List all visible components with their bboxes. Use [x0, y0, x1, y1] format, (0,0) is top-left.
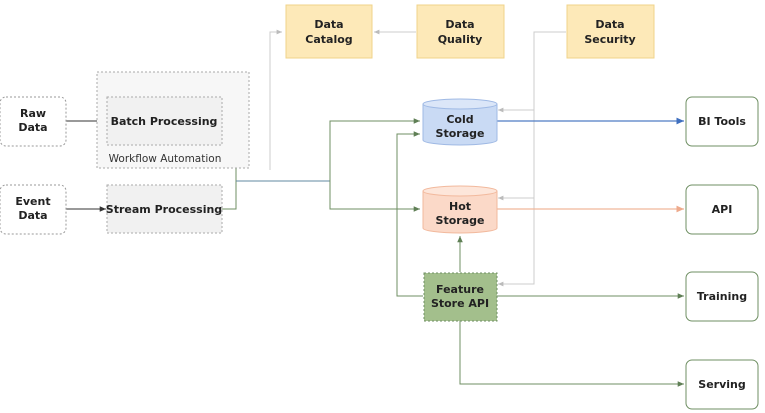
raw-data-label-2: Data [18, 121, 47, 134]
edge-batch-to-catalog [269, 29, 282, 170]
training-label: Training [697, 290, 747, 303]
edge-stream-to-trunk [222, 181, 237, 210]
edge-security-to-hot [498, 110, 535, 201]
batch-processing-label: Batch Processing [111, 115, 218, 128]
cold-storage-label-1: Cold [446, 113, 473, 126]
bi-tools-label: BI Tools [698, 115, 746, 128]
cold-storage-label-2: Storage [436, 127, 485, 140]
serving-label: Serving [698, 378, 745, 391]
edge-feature-to-cold [396, 131, 423, 297]
node-data-catalog[interactable]: Data Catalog [285, 4, 373, 59]
data-security-label-2: Security [584, 33, 635, 46]
stream-processing-label: Stream Processing [106, 203, 222, 216]
node-batch-processing[interactable]: Batch Processing [106, 96, 223, 146]
feature-store-label-2: Store API [431, 297, 489, 310]
raw-data-label-1: Raw [20, 107, 46, 120]
connectors [66, 29, 684, 387]
node-training[interactable]: Training [685, 271, 759, 322]
data-security-label-1: Data [595, 18, 624, 31]
node-serving[interactable]: Serving [685, 359, 759, 410]
data-quality-label-1: Data [445, 18, 474, 31]
data-catalog-label-1: Data [314, 18, 343, 31]
node-stream-processing[interactable]: Stream Processing [106, 184, 223, 234]
edge-security-to-cold [498, 31, 566, 113]
edge-trunk-to-cold [329, 118, 420, 181]
edge-security-to-feature [498, 198, 535, 287]
hot-storage-label-2: Storage [436, 214, 485, 227]
node-api[interactable]: API [685, 184, 759, 235]
hot-storage-label-1: Hot [449, 200, 471, 213]
node-raw-data[interactable]: Raw Data [0, 96, 67, 147]
api-label: API [712, 203, 733, 216]
node-hot-storage[interactable]: Hot Storage [422, 185, 498, 234]
node-data-quality[interactable]: Data Quality [416, 4, 505, 59]
edge-feature-to-serving [459, 321, 684, 387]
event-data-label-1: Event [15, 195, 50, 208]
event-data-label-2: Data [18, 209, 47, 222]
workflow-automation-label: Workflow Automation [109, 153, 222, 165]
node-feature-store-api[interactable]: Feature Store API [423, 272, 498, 322]
edge-trunk-to-hot [329, 181, 420, 212]
node-cold-storage[interactable]: Cold Storage [422, 98, 498, 146]
data-catalog-label-2: Catalog [305, 33, 352, 46]
node-bi-tools[interactable]: BI Tools [685, 96, 759, 147]
feature-store-label-1: Feature [436, 283, 484, 296]
data-quality-label-2: Quality [438, 33, 483, 46]
node-event-data[interactable]: Event Data [0, 184, 67, 235]
node-data-security[interactable]: Data Security [566, 4, 655, 59]
